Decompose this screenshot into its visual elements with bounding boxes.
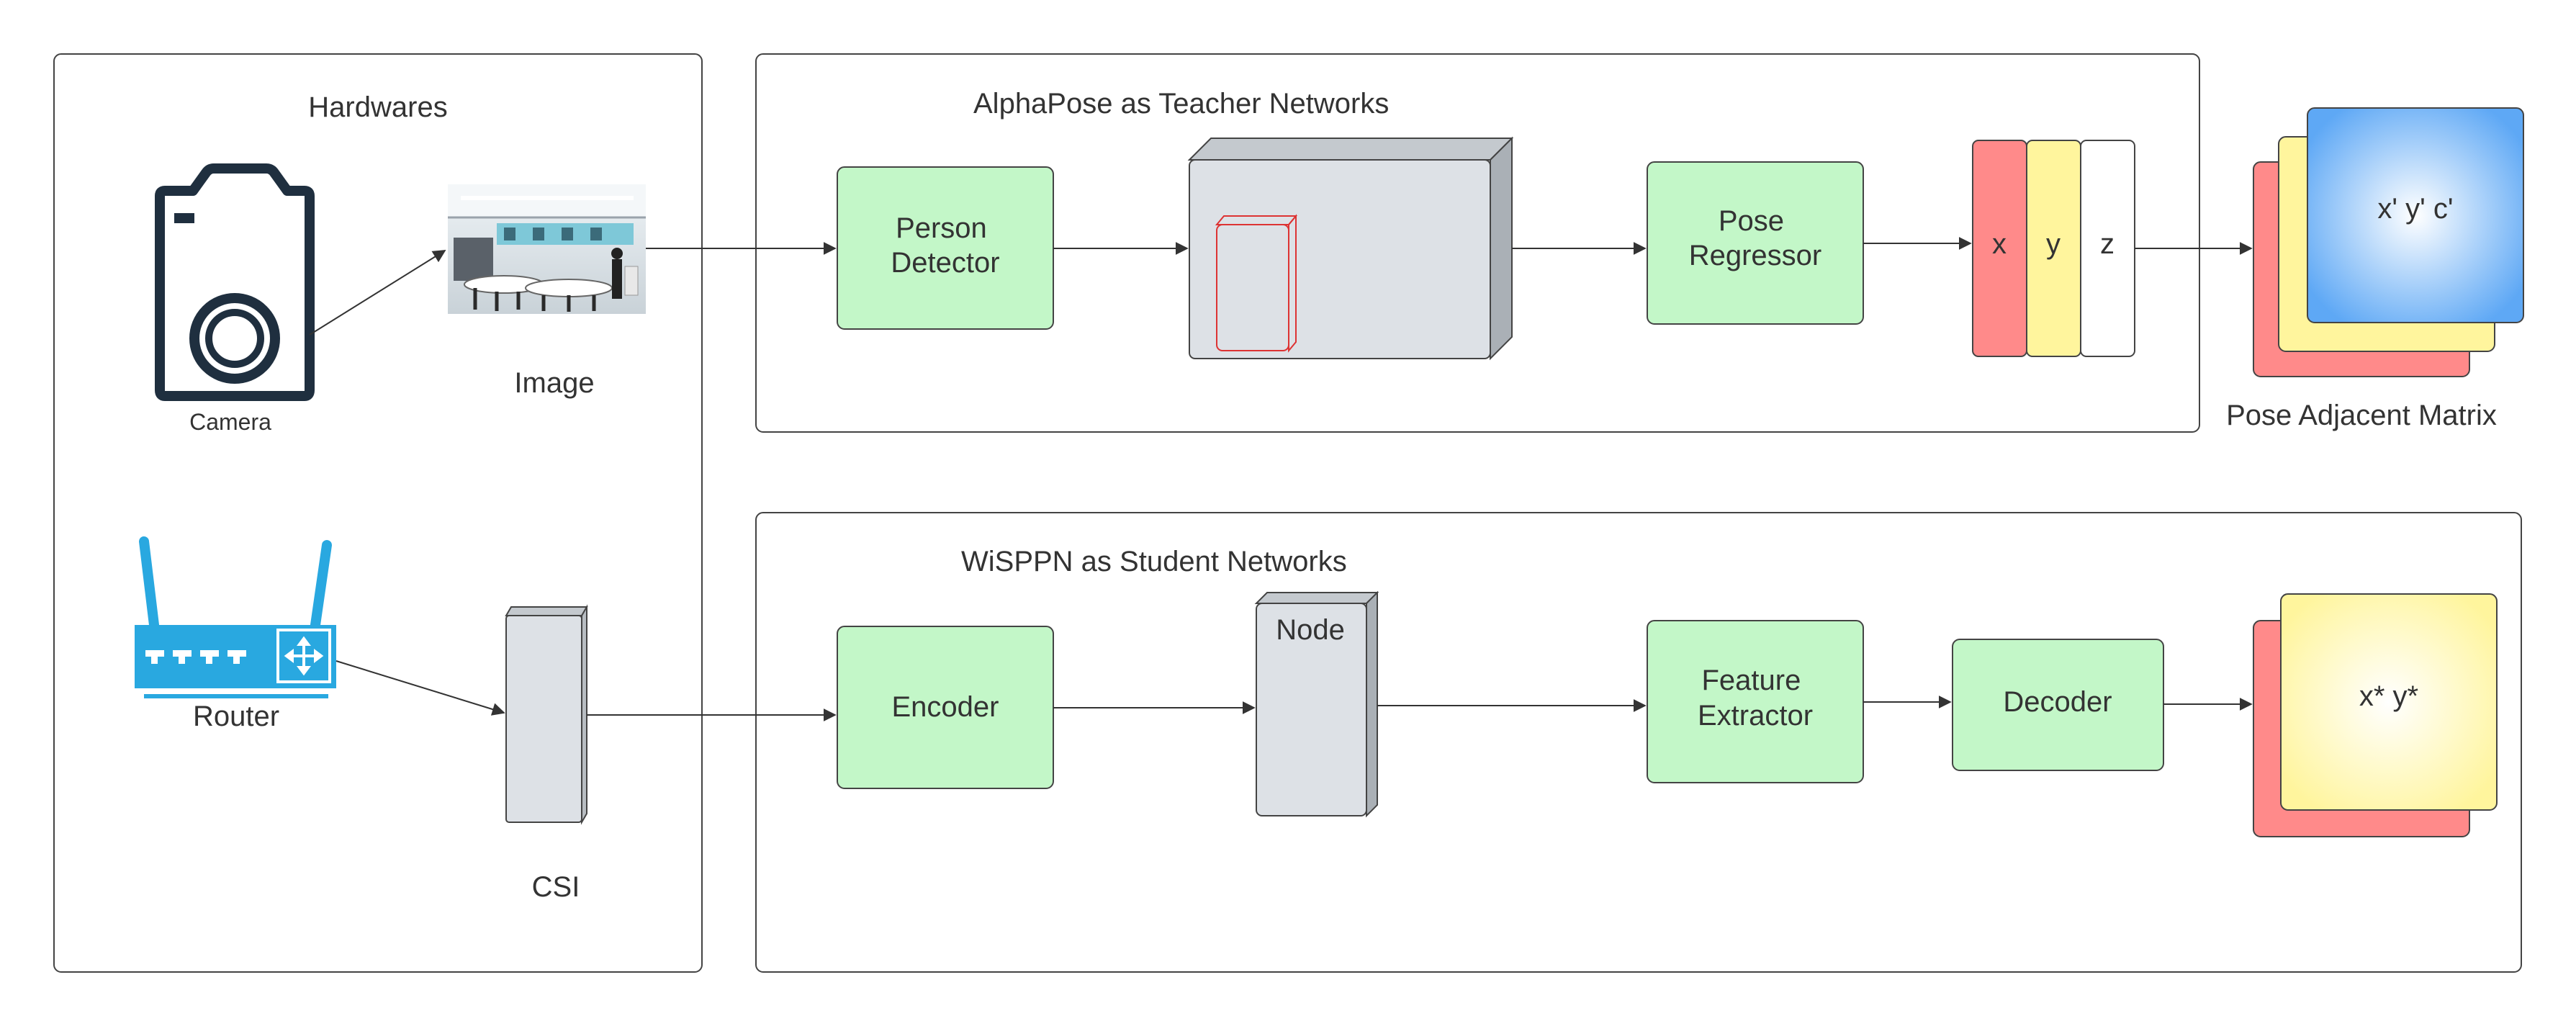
pose-regressor-box: Pose Regressor: [1647, 161, 1864, 325]
arrow-router-csi: [335, 660, 505, 716]
encoder-box: Encoder: [837, 626, 1054, 789]
person-detector-box: Person Detector: [837, 166, 1054, 330]
student-output-stack: x* y*: [2253, 593, 2498, 837]
router-icon: [135, 536, 336, 698]
svg-text:Feature Extractor: Feature Extractor: [1698, 665, 1813, 732]
csi-label: CSI: [532, 871, 580, 903]
cell-y: y: [2046, 228, 2061, 260]
output-text: x* y*: [2359, 680, 2418, 712]
arrow-camera-image: [309, 250, 446, 336]
student-title: WiSPPN as Student Networks: [961, 546, 1347, 577]
pose-adjacent-matrix: x' y' c': [2253, 107, 2524, 377]
feature-extractor-line-2: Extractor: [1698, 700, 1813, 732]
svg-text:Person Detector: Person Detector: [891, 212, 999, 279]
encoder-label: Encoder: [892, 691, 999, 723]
node-block: Node: [1254, 590, 1379, 818]
matrix-label: Pose Adjacent Matrix: [2226, 400, 2497, 431]
office-photo-image: [448, 184, 646, 314]
backbone-3d-block: [1187, 136, 1514, 361]
arrows: [309, 237, 2253, 721]
matrix-text: x' y' c': [2377, 193, 2453, 225]
hardware-panel: Hardwares Camera: [53, 53, 703, 973]
cell-z: z: [2100, 228, 2115, 260]
person-detector-line-1: Person: [896, 212, 987, 244]
xyz-cells: x y z: [1972, 140, 2135, 357]
svg-text:Pose Regressor: Pose Regressor: [1689, 205, 1822, 271]
camera-icon: [155, 163, 315, 401]
hardware-title: Hardwares: [308, 91, 447, 123]
pose-regressor-line-2: Regressor: [1689, 240, 1822, 271]
camera-label: Camera: [189, 409, 271, 435]
router-label: Router: [193, 701, 279, 732]
cell-x: x: [1992, 228, 2007, 260]
student-panel: WiSPPN as Student Networks Encoder Node …: [755, 512, 2522, 973]
person-detector-line-2: Detector: [891, 247, 999, 279]
image-label: Image: [514, 367, 594, 399]
feature-extractor-box: Feature Extractor: [1647, 620, 1864, 783]
decoder-box: Decoder: [1952, 639, 2164, 771]
teacher-title: AlphaPose as Teacher Networks: [973, 88, 1389, 120]
csi-block: [505, 604, 588, 825]
feature-extractor-line-1: Feature: [1702, 665, 1801, 696]
node-label: Node: [1276, 614, 1345, 646]
decoder-label: Decoder: [2003, 686, 2112, 718]
pose-regressor-line-1: Pose: [1719, 205, 1784, 237]
teacher-panel: AlphaPose as Teacher Networks Person Det…: [755, 53, 2200, 433]
